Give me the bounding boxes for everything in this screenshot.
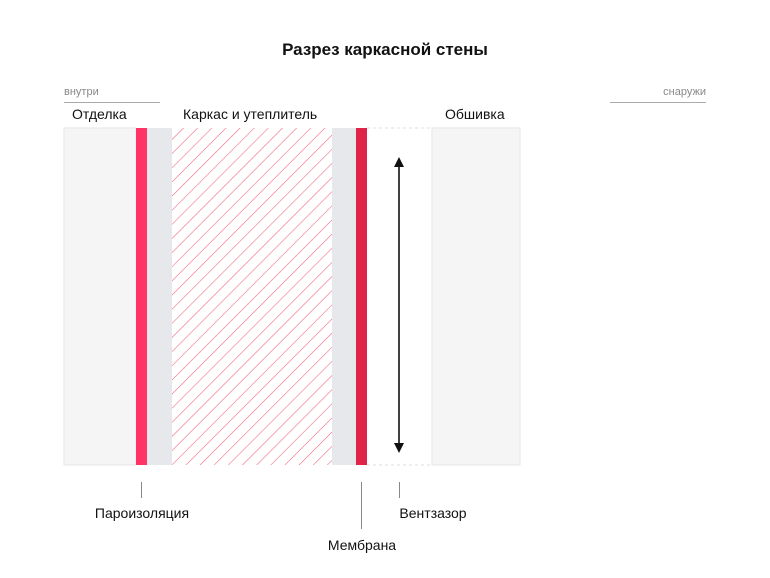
- vapor-barrier-tick: [141, 482, 142, 498]
- insulation-frame: [172, 128, 332, 465]
- outer-board: [332, 128, 356, 465]
- diagram-title: Разрез каркасной стены: [282, 40, 488, 59]
- layer-label-frame: Каркас и утеплитель: [183, 106, 318, 122]
- air-gap-tick: [399, 482, 400, 498]
- vapor-barrier-layer: [136, 128, 147, 465]
- layer-label-finish: Отделка: [72, 106, 127, 122]
- membrane-layer: [356, 128, 367, 465]
- membrane-tick: [361, 482, 362, 529]
- inside-underline: [64, 102, 160, 103]
- outside-underline: [610, 102, 706, 103]
- inside-label: внутри: [64, 86, 99, 98]
- layer-label-cladding: Обшивка: [445, 106, 505, 122]
- membrane-label: Мембрана: [327, 537, 397, 553]
- outside-label: снаружи: [663, 86, 706, 98]
- vapor-barrier-label: Пароизоляция: [94, 505, 190, 521]
- cladding-panel: [431, 127, 521, 466]
- finish-panel: [63, 127, 137, 466]
- inner-board: [147, 128, 172, 465]
- air-gap-label: Вентзазор: [399, 505, 467, 521]
